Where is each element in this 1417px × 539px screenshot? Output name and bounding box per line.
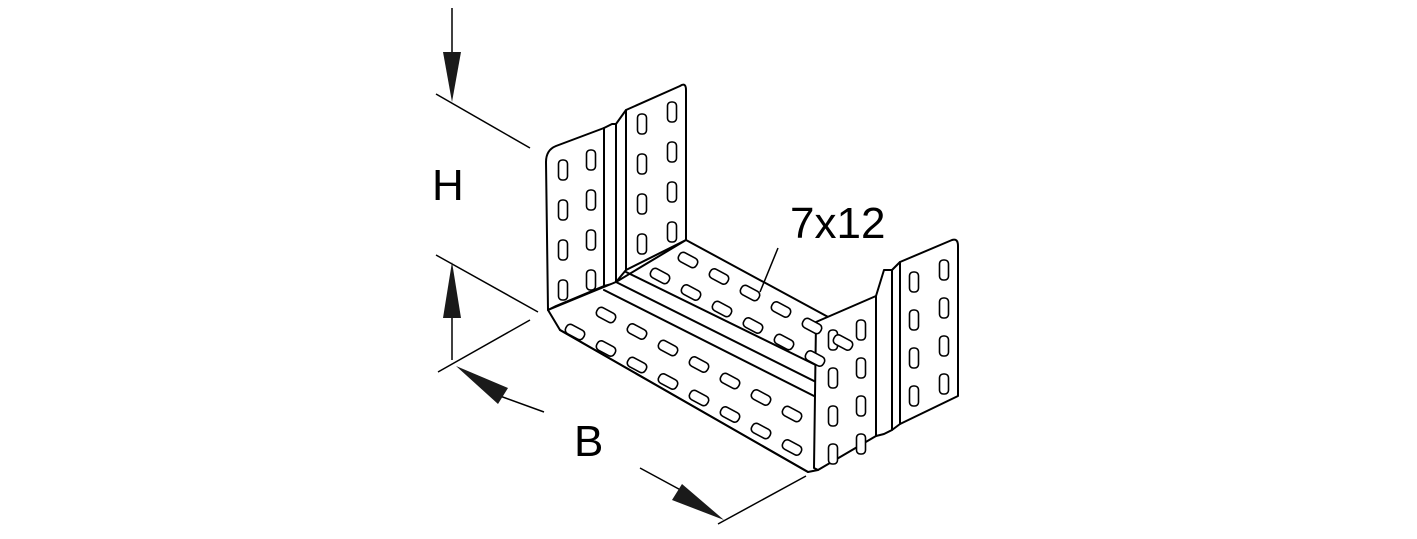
slot-hole [585,269,597,291]
height-arrow-top-icon [443,52,461,102]
slot-hole [827,443,839,465]
slot-hole [719,372,741,390]
slot-hole [557,199,569,221]
left-wall-outer [545,123,617,311]
slot-hole [908,347,920,369]
slot-hole [688,389,710,407]
slot-hole [585,149,597,171]
floor-rib-3 [625,271,831,373]
right-wall-fold-2 [891,261,901,271]
slot-hole [801,317,823,335]
slot-hole [827,367,839,389]
left-wall-inner-holes [636,101,678,255]
slot-hole [938,297,950,319]
width-extension-right [717,475,807,525]
floor-edge-front [559,329,809,473]
slot-hole [636,193,648,215]
slot-hole [666,221,678,243]
slot-hole [750,389,772,406]
slot-hole [557,159,569,181]
right-wall-outer [813,269,893,471]
slot-hole [711,300,733,318]
slot-hole [770,301,792,318]
slot-hole [595,340,617,357]
slot-hole [657,339,679,357]
right-wall-fold-3 [891,423,901,431]
slot-hole [938,335,950,357]
slot-hole [649,267,671,285]
width-label: B [574,417,603,466]
slot-hole [855,433,867,455]
height-extension-top [435,93,531,149]
slot-hole [938,373,950,395]
slot-hole [908,271,920,293]
slot-hole [750,422,772,440]
hole-size-callout: 7x12 [759,199,885,293]
slot-hole [626,323,648,340]
slot-hole [557,239,569,261]
height-label: H [432,161,464,210]
slot-hole [595,306,617,324]
dimension-height: H [432,8,539,360]
slot-hole [781,405,803,423]
width-extension-left [437,319,531,373]
slot-hole [564,323,586,341]
slot-hole [585,189,597,211]
floor-holes [564,251,854,456]
floor-rib-1 [603,289,819,399]
slot-hole [688,356,710,373]
slot-hole [636,153,648,175]
slot-hole [855,395,867,417]
left-wall-fold-2 [615,109,627,125]
hole-size-leader [759,247,779,293]
slot-hole [708,268,730,285]
right-wall-inner-holes [908,259,950,407]
slot-hole [636,233,648,255]
slot-hole [636,113,648,135]
slot-hole [804,350,826,367]
left-wall-outer-holes [557,149,597,301]
floor-rib-2 [615,281,829,389]
width-arrow-left-icon [456,366,508,404]
slot-hole [626,356,648,374]
connector-part [545,83,959,473]
slot-hole [908,385,920,407]
slot-hole [739,284,761,302]
slot-hole [908,309,920,331]
dimension-width: B [437,319,807,525]
slot-hole [938,259,950,281]
slot-hole [666,181,678,203]
slot-hole [855,357,867,379]
slot-hole [832,334,854,351]
width-arrow-right-icon [672,484,724,520]
slot-hole [557,279,569,301]
slot-hole [719,406,741,423]
hole-size-label: 7x12 [790,199,885,248]
slot-hole [677,251,699,269]
width-arrow-shaft-left [499,395,545,413]
slot-hole [781,439,803,456]
slot-hole [855,319,867,341]
slot-hole [827,405,839,427]
slot-hole [680,284,702,301]
slot-hole [666,141,678,163]
slot-hole [585,229,597,251]
height-extension-bottom [435,254,539,313]
slot-hole [742,317,764,334]
slot-hole [773,333,795,351]
slot-hole [666,101,678,123]
height-arrow-bottom-icon [443,262,461,318]
slot-hole [657,373,679,390]
